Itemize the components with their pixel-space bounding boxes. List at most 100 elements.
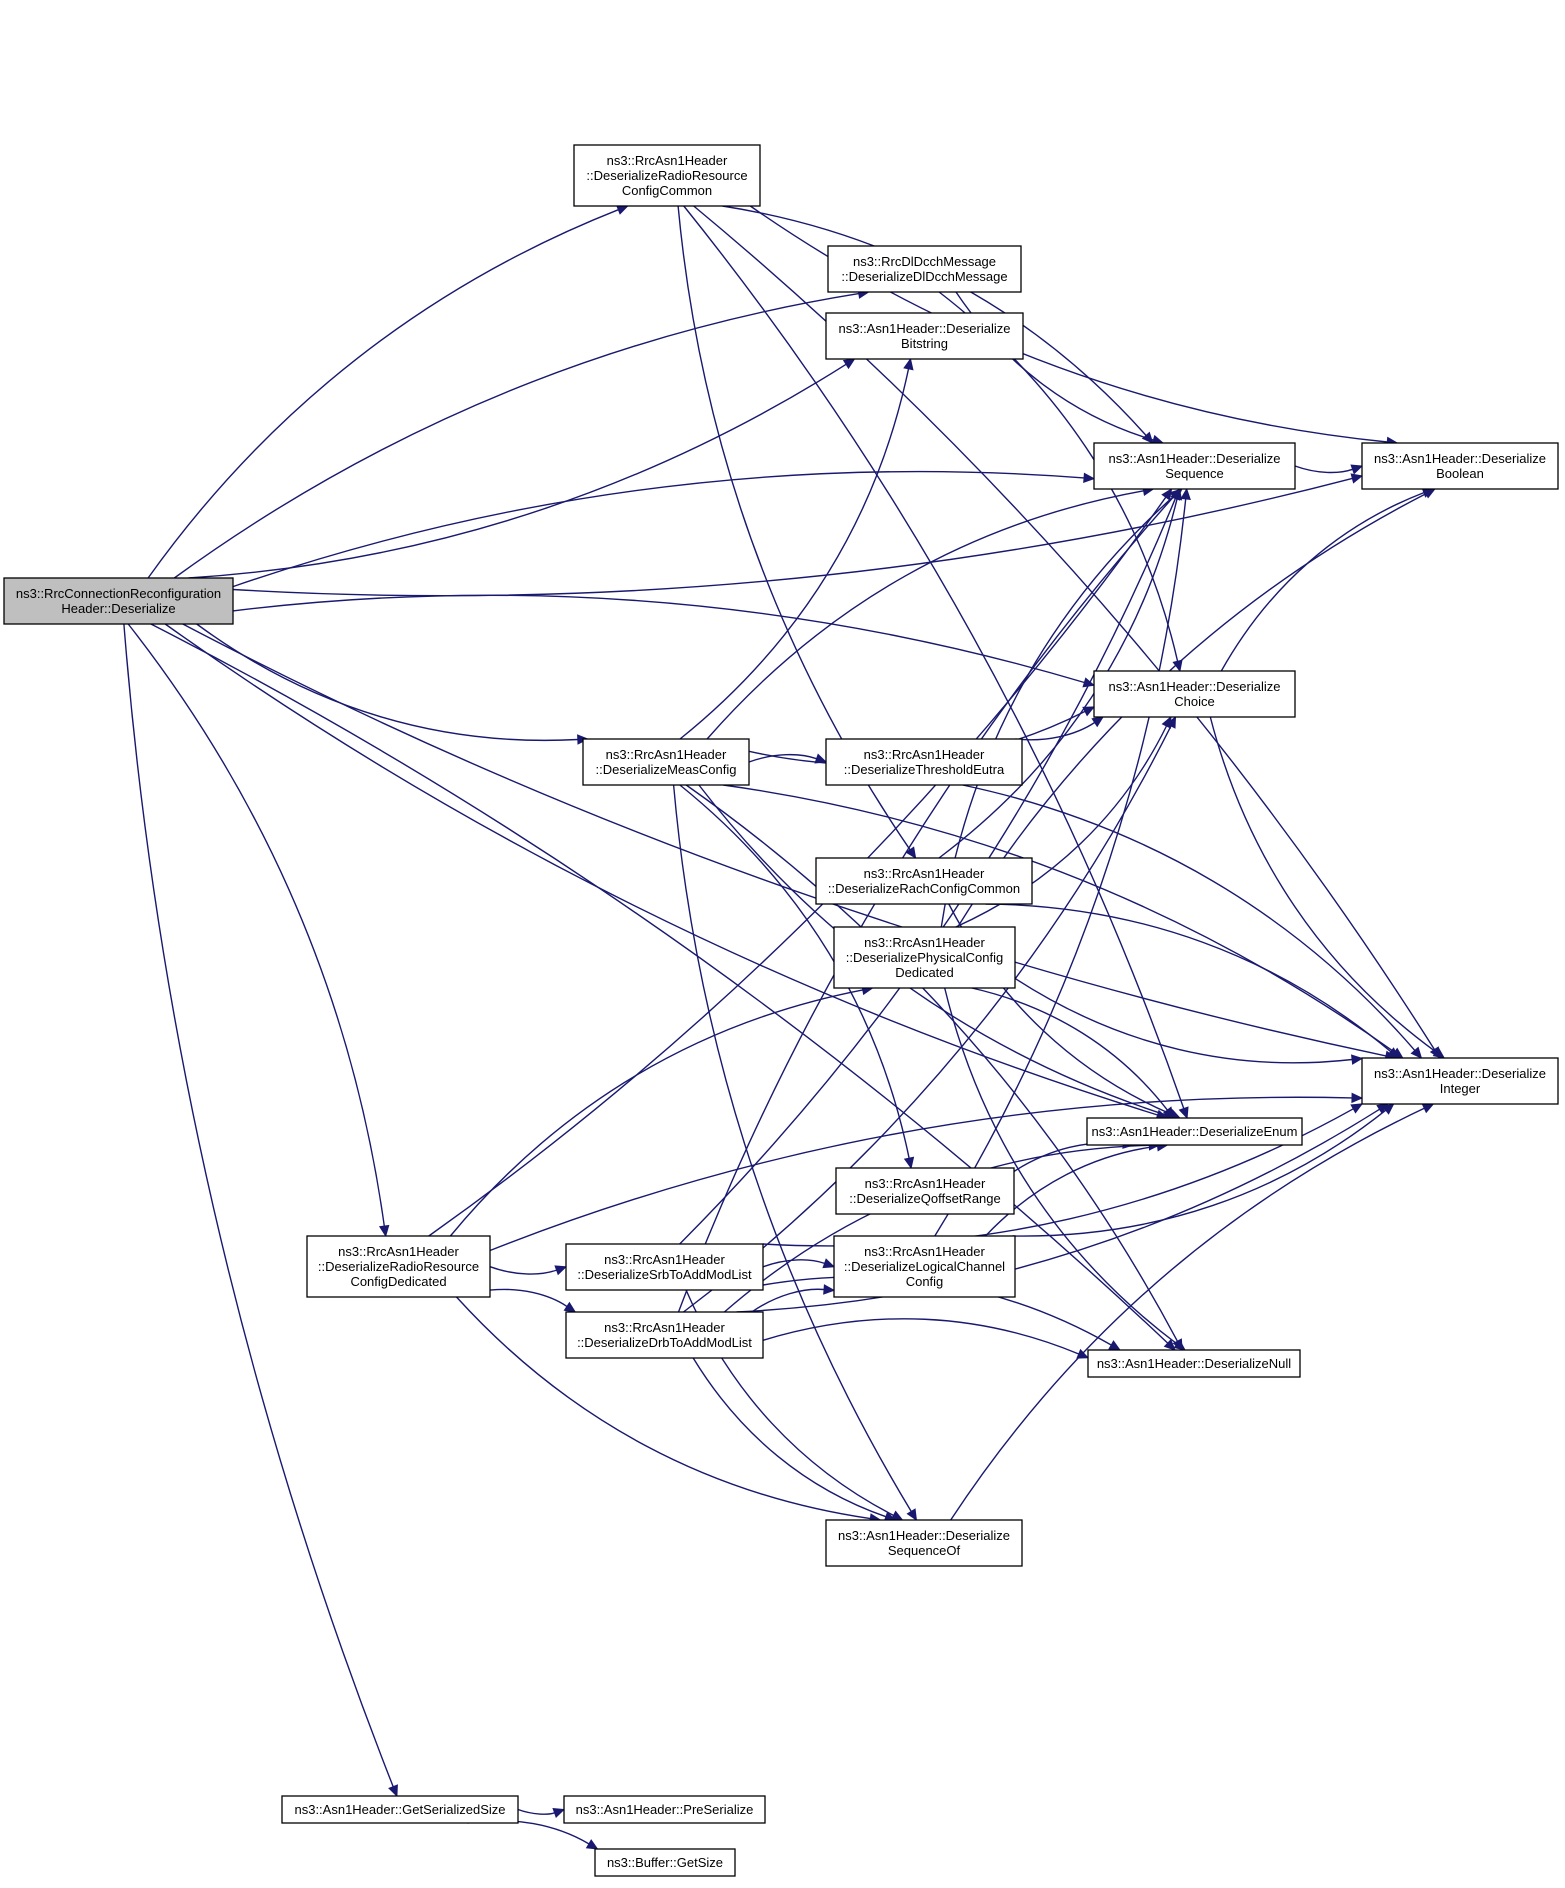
node-box-dldcch[interactable] (827, 245, 1022, 293)
arrowhead-root-to-getsize (388, 1784, 398, 1798)
edge-phys-to-choice (955, 725, 1168, 928)
edge-meas-to-integer (723, 784, 1396, 1053)
arrowhead-phys-to-null (1173, 1339, 1186, 1351)
node-label-threshold-line-1: ::DeserializeThresholdEutra (844, 762, 1005, 777)
node-threshold[interactable]: ns3::RrcAsn1Header::DeserializeThreshold… (825, 738, 1023, 786)
node-box-phys[interactable] (833, 926, 1016, 989)
node-rrcommon[interactable]: ns3::RrcAsn1Header::DeserializeRadioReso… (573, 144, 761, 207)
arrowhead-logical-to-sequence (1180, 487, 1191, 500)
node-label-drb-line-0: ns3::RrcAsn1Header (604, 1320, 725, 1335)
node-label-rrded-line-1: ::DeserializeRadioResource (318, 1259, 479, 1274)
node-label-srb-line-1: ::DeserializeSrbToAddModList (577, 1267, 752, 1282)
edge-threshold-to-integer (962, 784, 1416, 1051)
edge-rrcommon-to-integer (693, 205, 1436, 1050)
node-box-buffer[interactable] (594, 1848, 736, 1877)
node-box-bitstring[interactable] (825, 312, 1024, 360)
node-rrded[interactable]: ns3::RrcAsn1Header::DeserializeRadioReso… (306, 1235, 491, 1298)
node-box-rrded[interactable] (306, 1235, 491, 1298)
edge-meas-to-null (685, 784, 1179, 1342)
arrowhead-threshold-to-integer (1410, 1046, 1423, 1059)
node-getsize[interactable]: ns3::Asn1Header::GetSerializedSize (281, 1795, 519, 1824)
node-box-threshold[interactable] (825, 738, 1023, 786)
arrowhead-rrded-to-drb (563, 1301, 577, 1313)
node-box-qoffset[interactable] (835, 1167, 1015, 1215)
edge-choice-to-integer (1209, 716, 1437, 1053)
node-box-root[interactable] (3, 577, 234, 625)
node-label-phys-line-0: ns3::RrcAsn1Header (864, 935, 985, 950)
node-label-rrcommon-line-0: ns3::RrcAsn1Header (607, 153, 728, 168)
node-enum[interactable]: ns3::Asn1Header::DeserializeEnum (1086, 1117, 1303, 1146)
node-label-qoffset-line-1: ::DeserializeQoffsetRange (849, 1191, 1001, 1206)
node-box-enum[interactable] (1086, 1117, 1303, 1146)
node-label-rrcommon-line-2: ConfigCommon (622, 183, 712, 198)
edge-seqof-to-integer (950, 1107, 1425, 1521)
node-box-null[interactable] (1087, 1349, 1301, 1378)
node-box-getsize[interactable] (281, 1795, 519, 1824)
arrowhead-meas-to-seqof (906, 1508, 918, 1522)
arrowhead-rrcommon-to-rach (905, 846, 917, 860)
node-label-rrcommon-line-1: ::DeserializeRadioResource (586, 168, 747, 183)
node-box-rrcommon[interactable] (573, 144, 761, 207)
node-meas[interactable]: ns3::RrcAsn1Header::DeserializeMeasConfi… (582, 738, 750, 786)
edge-root-to-choice (232, 594, 1085, 684)
edge-rach-to-sequence (938, 498, 1178, 859)
node-box-rach[interactable] (815, 857, 1033, 905)
edge-drb-to-null (762, 1318, 1080, 1355)
edge-getsize-to-buffer (467, 1819, 590, 1845)
arrowhead-meas-to-threshold (814, 753, 828, 764)
node-label-meas-line-1: ::DeserializeMeasConfig (596, 762, 737, 777)
node-box-sequence[interactable] (1093, 442, 1296, 490)
edge-meas-to-bitstring (679, 368, 910, 740)
node-srb[interactable]: ns3::RrcAsn1Header::DeserializeSrbToAddM… (565, 1243, 764, 1291)
arrowhead-dldcch-to-choice (1172, 659, 1183, 673)
node-box-meas[interactable] (582, 738, 750, 786)
node-label-integer-line-1: Integer (1440, 1081, 1481, 1096)
node-label-srb-line-0: ns3::RrcAsn1Header (604, 1252, 725, 1267)
edge-root-to-null (150, 623, 1169, 1344)
nodes-layer: ns3::RrcConnectionReconfigurationHeader:… (3, 144, 1559, 1877)
node-preserialize[interactable]: ns3::Asn1Header::PreSerialize (563, 1795, 766, 1824)
node-label-phys-line-1: ::DeserializePhysicalConfig (846, 950, 1004, 965)
node-rach[interactable]: ns3::RrcAsn1Header::DeserializeRachConfi… (815, 857, 1033, 905)
edge-root-to-integer (182, 623, 1387, 1057)
edge-choice-to-boolean (1220, 491, 1425, 672)
edge-phys-to-enum (971, 987, 1168, 1111)
node-box-boolean[interactable] (1361, 442, 1559, 490)
edge-logical-to-sequence (934, 498, 1187, 1237)
node-box-srb[interactable] (565, 1243, 764, 1291)
node-label-preserialize-line-0: ns3::Asn1Header::PreSerialize (576, 1802, 754, 1817)
node-label-enum-line-0: ns3::Asn1Header::DeserializeEnum (1092, 1124, 1298, 1139)
node-label-getsize-line-0: ns3::Asn1Header::GetSerializedSize (294, 1802, 505, 1817)
node-box-logical[interactable] (833, 1235, 1016, 1298)
node-buffer[interactable]: ns3::Buffer::GetSize (594, 1848, 736, 1877)
node-drb[interactable]: ns3::RrcAsn1Header::DeserializeDrbToAddM… (565, 1311, 764, 1359)
node-root[interactable]: ns3::RrcConnectionReconfigurationHeader:… (3, 577, 234, 625)
node-qoffset[interactable]: ns3::RrcAsn1Header::DeserializeQoffsetRa… (835, 1167, 1015, 1215)
node-box-integer[interactable] (1361, 1057, 1559, 1105)
edge-drb-to-choice (683, 725, 1172, 1313)
edge-root-to-meas (196, 623, 578, 742)
edge-root-to-getsize (123, 623, 394, 1787)
node-box-preserialize[interactable] (563, 1795, 766, 1824)
node-label-choice-line-1: Choice (1174, 694, 1214, 709)
edge-rach-to-integer (985, 903, 1392, 1053)
node-dldcch[interactable]: ns3::RrcDlDcchMessage::DeserializeDlDcch… (827, 245, 1022, 293)
node-label-dldcch-line-1: ::DeserializeDlDcchMessage (841, 269, 1007, 284)
node-logical[interactable]: ns3::RrcAsn1Header::DeserializeLogicalCh… (833, 1235, 1016, 1298)
node-phys[interactable]: ns3::RrcAsn1Header::DeserializePhysicalC… (833, 926, 1016, 989)
node-box-choice[interactable] (1093, 670, 1296, 718)
node-null[interactable]: ns3::Asn1Header::DeserializeNull (1087, 1349, 1301, 1378)
edge-logical-to-integer (1012, 1109, 1387, 1237)
node-label-bitstring-line-0: ns3::Asn1Header::Deserialize (839, 321, 1011, 336)
node-label-seqof-line-0: ns3::Asn1Header::Deserialize (838, 1528, 1010, 1543)
node-box-seqof[interactable] (825, 1519, 1023, 1567)
edge-phys-to-integer (1014, 977, 1353, 1064)
arrowhead-srb-to-null (1108, 1340, 1121, 1351)
node-box-drb[interactable] (565, 1311, 764, 1359)
